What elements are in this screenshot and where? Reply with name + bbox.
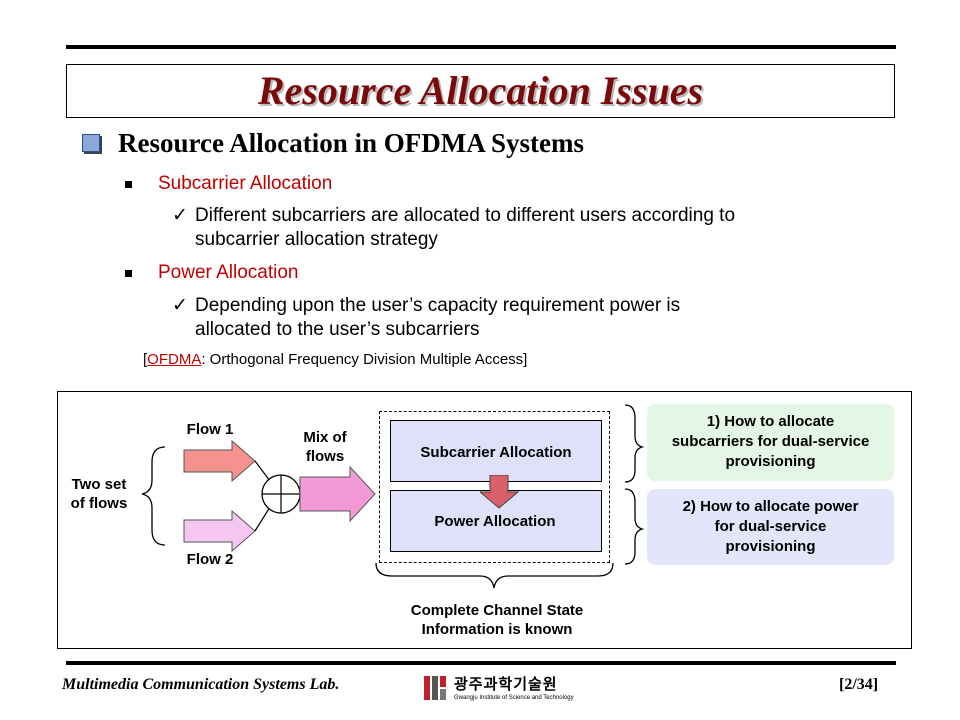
down-arrow-icon: [480, 475, 520, 509]
question-line: 1) How to allocate: [706, 413, 835, 430]
mix-arrow-icon: [299, 465, 376, 523]
connector-line: [254, 460, 271, 482]
section-detail-line: Different subcarriers are allocated to d…: [195, 205, 736, 226]
lab-name: Multimedia Communication Systems Lab.: [62, 676, 340, 693]
power-allocation-label: Power Allocation: [434, 513, 556, 530]
flow1-arrow-icon: [183, 439, 256, 483]
note-text: : Orthogonal Frequency Division Multiple…: [201, 351, 528, 368]
allocation-group: [379, 411, 610, 563]
gist-logo-icon: [424, 676, 446, 700]
note-bracket: [: [143, 351, 148, 368]
two-set-line: Two set: [71, 476, 127, 493]
left-brace: [141, 446, 166, 546]
slide-heading: Resource Allocation in OFDMA Systems: [118, 128, 584, 158]
slide-title: Resource Allocation Issues: [257, 68, 704, 113]
diagram-frame: [57, 391, 912, 649]
question-1-text: 1) How to allocate subcarriers for dual-…: [647, 412, 894, 472]
question-box-2: [647, 489, 894, 565]
flow2-arrow-icon: [183, 509, 256, 553]
institute-logo: 광주과학기술원 Gwangju Institute of Science and…: [422, 672, 574, 706]
institute-korean-name: 광주과학기술원: [454, 676, 558, 693]
section-detail-line: Depending upon the user’s capacity requi…: [195, 295, 681, 316]
section-detail-line: allocated to the user’s subcarriers: [195, 319, 480, 340]
question-line: 2) How to allocate power: [682, 498, 859, 515]
mix-line: flows: [305, 448, 345, 465]
question-line: subcarriers for dual-service: [671, 433, 870, 450]
two-set-label: Two set of flows: [60, 475, 138, 513]
checkbox-bullet-icon: [82, 134, 100, 152]
institute-english-name: Gwangju Institute of Science and Technol…: [454, 695, 574, 701]
bottom-rule: [66, 661, 896, 665]
right-brace-1: [624, 404, 645, 483]
mix-label: Mix of flows: [290, 428, 360, 466]
section-label-subcarrier: Subcarrier Allocation: [158, 173, 333, 194]
mix-line: Mix of: [303, 429, 347, 446]
subcarrier-allocation-label: Subcarrier Allocation: [420, 444, 572, 461]
connector-line: [254, 506, 271, 532]
question-box-1: [647, 404, 894, 481]
flow2-label: Flow 2: [186, 551, 234, 568]
csi-line: Information is known: [421, 621, 573, 638]
question-line: for dual-service: [714, 518, 827, 535]
checkmark-icon: ✓: [172, 205, 188, 226]
right-brace-2: [624, 488, 645, 565]
question-line: provisioning: [725, 453, 816, 470]
acronym-note: [OFDMA: Orthogonal Frequency Division Mu…: [143, 350, 527, 370]
square-bullet-icon: [125, 270, 132, 277]
ofdma-link[interactable]: OFDMA: [147, 351, 202, 368]
top-rule: [66, 45, 896, 49]
subcarrier-allocation-box: [390, 420, 602, 482]
page-number: [2/34]: [839, 676, 879, 693]
checkmark-icon: ✓: [172, 295, 188, 316]
title-frame: [66, 64, 895, 118]
section-label-power: Power Allocation: [158, 262, 299, 283]
two-set-line: of flows: [70, 495, 128, 512]
square-bullet-icon: [125, 181, 132, 188]
question-2-text: 2) How to allocate power for dual-servic…: [647, 497, 894, 557]
csi-line: Complete Channel State: [410, 602, 584, 619]
flow1-label: Flow 1: [186, 421, 234, 438]
question-line: provisioning: [725, 538, 816, 555]
down-arrow-overlay: [480, 475, 520, 509]
bottom-brace: [375, 562, 614, 589]
section-detail-line: subcarrier allocation strategy: [195, 229, 438, 250]
